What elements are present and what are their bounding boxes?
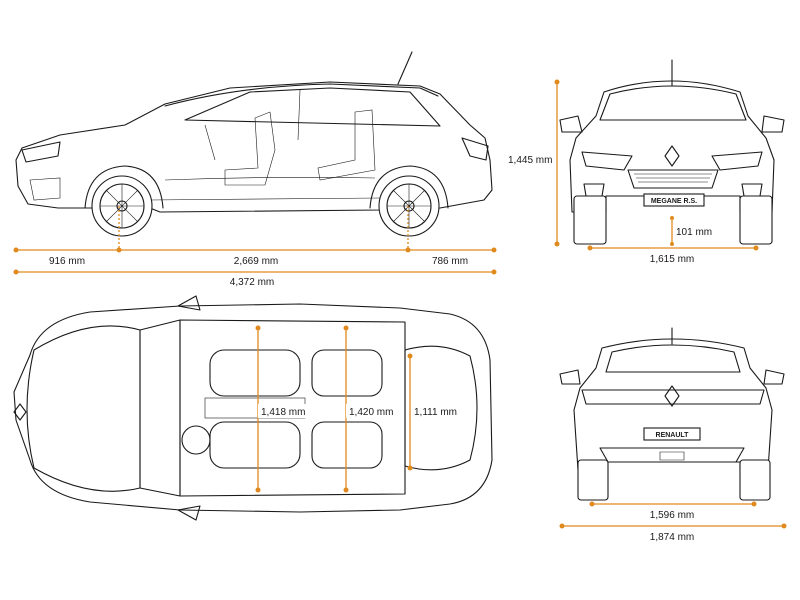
rear-width-label: 1,874 mm xyxy=(650,532,694,543)
side-taillight xyxy=(461,137,489,161)
side-seat-front xyxy=(224,111,276,186)
side-sill xyxy=(149,197,381,201)
rear-track-label: 1,596 mm xyxy=(650,510,694,521)
front-headlight-left xyxy=(581,151,633,171)
front-mirror-left xyxy=(559,115,583,133)
top-boot-lid xyxy=(404,345,478,471)
rear-dimensions: 1,596 mm 1,874 mm xyxy=(559,501,787,543)
rear-mirror-left xyxy=(559,369,581,385)
side-rear-overhang-label: 786 mm xyxy=(432,256,468,267)
side-b-pillar xyxy=(297,89,301,141)
side-steering-wheel xyxy=(204,124,216,161)
rear-window xyxy=(605,344,741,373)
front-plate xyxy=(643,193,705,207)
front-mirror-right xyxy=(761,115,785,133)
rear-view: RENAULT xyxy=(559,327,785,501)
side-view xyxy=(15,51,493,237)
front-tire-left xyxy=(573,195,607,245)
top-seat-front-right xyxy=(209,421,301,469)
top-windshield xyxy=(139,319,181,497)
side-front-wheel xyxy=(84,165,164,237)
side-seat-rear xyxy=(317,109,376,181)
rear-exhaust xyxy=(659,451,685,461)
top-logo-icon xyxy=(13,403,27,421)
front-logo-icon xyxy=(664,145,680,167)
rear-diffuser xyxy=(599,447,745,463)
top-cabin xyxy=(179,319,406,497)
side-front-overhang-label: 916 mm xyxy=(49,256,85,267)
front-grille-mesh xyxy=(634,173,712,183)
top-seat-rear-left xyxy=(311,349,383,397)
front-foglight-right xyxy=(741,183,763,197)
front-dimensions: 1,445 mm 101 mm 1,615 mm xyxy=(508,79,759,265)
side-front-grille xyxy=(29,177,61,201)
top-rear-shoulder-label: 1,420 mm xyxy=(349,407,393,418)
top-seat-front-left xyxy=(209,349,301,397)
top-boot-width-label: 1,111 mm xyxy=(414,407,457,418)
side-rear-wheel xyxy=(369,165,449,237)
front-clearance-label: 101 mm xyxy=(676,227,712,238)
front-plate-text: MEGANE R.S. xyxy=(651,198,697,205)
rear-logo-icon xyxy=(664,385,680,407)
rear-plate-text: RENAULT xyxy=(656,432,690,439)
top-mirror-left xyxy=(177,295,201,311)
side-door-line xyxy=(164,177,376,181)
rear-plate xyxy=(643,427,701,441)
rear-tire-left xyxy=(577,459,609,501)
rear-tire-right xyxy=(739,459,771,501)
top-mirror-right xyxy=(177,505,201,521)
front-track-label: 1,615 mm xyxy=(650,254,694,265)
side-antenna xyxy=(397,51,413,85)
top-body-outline xyxy=(13,303,493,513)
front-tire-right xyxy=(739,195,773,245)
top-front-shoulder-label: 1,418 mm xyxy=(261,407,305,418)
front-windshield xyxy=(599,85,747,121)
top-view xyxy=(13,295,493,521)
front-grille xyxy=(627,169,719,189)
side-total-length-label: 4,372 mm xyxy=(230,277,274,288)
front-view: MEGANE R.S. xyxy=(559,59,785,245)
top-dimensions: 1,418 mm 1,420 mm 1,111 mm xyxy=(255,325,460,493)
top-seat-rear-right xyxy=(311,421,383,469)
rear-taillight-bar xyxy=(581,389,765,405)
top-steering-wheel xyxy=(181,425,211,455)
side-window-frame xyxy=(184,87,441,127)
front-headlight-right xyxy=(711,151,763,171)
front-height-label: 1,445 mm xyxy=(508,155,552,166)
front-foglight-left xyxy=(583,183,605,197)
side-roof-line xyxy=(164,83,439,107)
side-dimensions: 916 mm 2,669 mm 786 mm 4,372 mm xyxy=(13,206,497,288)
side-wheelbase-label: 2,669 mm xyxy=(234,256,278,267)
rear-mirror-right xyxy=(763,369,785,385)
side-headlight xyxy=(21,141,61,163)
top-hood xyxy=(26,325,141,492)
